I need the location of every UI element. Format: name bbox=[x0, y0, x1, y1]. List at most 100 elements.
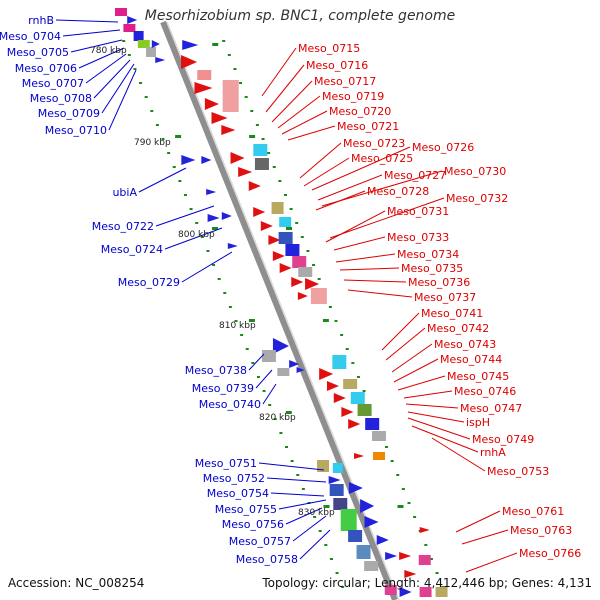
gene-label-right[interactable]: Meso_0749 bbox=[472, 433, 534, 446]
leader-line bbox=[303, 157, 350, 187]
gene-label-left[interactable]: Meso_0755 bbox=[215, 503, 277, 516]
gene-arrow bbox=[279, 263, 292, 273]
gene-block bbox=[333, 498, 348, 510]
gene-label-left[interactable]: Meso_0756 bbox=[222, 518, 284, 531]
gene-arrow bbox=[201, 156, 212, 164]
gene-block bbox=[373, 452, 386, 460]
gene-label-right[interactable]: Meso_0732 bbox=[446, 192, 508, 205]
gene-label-left[interactable]: Meso_0757 bbox=[229, 535, 291, 548]
leader-line bbox=[343, 279, 407, 283]
gene-label-right[interactable]: Meso_0723 bbox=[343, 137, 405, 150]
topology-summary: Topology: circular; Length: 4,412,446 bp… bbox=[262, 576, 592, 590]
right-gene-labels: Meso_0715 Meso_0716 Meso_0717 Meso_0719 … bbox=[298, 42, 581, 560]
gene-label-left[interactable]: Meso_0724 bbox=[101, 243, 163, 256]
gene-label-right[interactable]: Meso_0733 bbox=[387, 231, 449, 244]
gene-label-right[interactable]: Meso_0715 bbox=[298, 42, 360, 55]
gene-block bbox=[137, 40, 150, 48]
tick-dot bbox=[262, 390, 266, 392]
gene-label-right[interactable]: Meso_0734 bbox=[397, 248, 459, 261]
scale-tick-label: 800 kbp bbox=[178, 230, 215, 240]
leader-line bbox=[265, 64, 305, 113]
leader-line bbox=[164, 227, 223, 250]
gene-label-right[interactable]: Meso_0730 bbox=[444, 165, 506, 178]
scale-tick-mark bbox=[249, 135, 256, 138]
gene-label-right[interactable]: Meso_0743 bbox=[434, 338, 496, 351]
gene-label-right[interactable]: Meso_0746 bbox=[454, 385, 516, 398]
gene-label-left[interactable]: Meso_0710 bbox=[45, 124, 107, 137]
gene-label-right[interactable]: Meso_0736 bbox=[408, 276, 470, 289]
accession-text: Accession: NC_008254 bbox=[8, 576, 145, 590]
gene-block bbox=[197, 70, 212, 80]
gene-arrow bbox=[348, 419, 361, 429]
gene-label-left[interactable]: Meso_0705 bbox=[7, 46, 69, 59]
gene-label-right[interactable]: Meso_0728 bbox=[367, 185, 429, 198]
scale-tick-mark bbox=[285, 411, 292, 414]
tick-dot bbox=[228, 306, 232, 308]
leader-line bbox=[248, 353, 265, 371]
gene-label-left[interactable]: Meso_0754 bbox=[207, 487, 269, 500]
tick-dot bbox=[234, 320, 238, 322]
gene-label-left[interactable]: Meso_0706 bbox=[15, 62, 77, 75]
gene-label-right[interactable]: Meso_0719 bbox=[322, 90, 384, 103]
scale-tick-mark bbox=[212, 227, 219, 230]
tick-dot bbox=[222, 40, 226, 42]
gene-label-right[interactable]: Meso_0726 bbox=[412, 141, 474, 154]
gene-label-left[interactable]: Meso_0708 bbox=[30, 92, 92, 105]
gene-label-right[interactable]: Meso_0766 bbox=[519, 547, 581, 560]
gene-label-right[interactable]: Meso_0745 bbox=[447, 370, 509, 383]
gene-label-right[interactable]: Meso_0742 bbox=[427, 322, 489, 335]
leader-line bbox=[299, 529, 331, 560]
gene-label-right[interactable]: Meso_0737 bbox=[414, 291, 476, 304]
gene-label-right[interactable]: Meso_0741 bbox=[421, 307, 483, 320]
gene-label-right[interactable]: Meso_0744 bbox=[440, 353, 502, 366]
gene-label-left[interactable]: Meso_0752 bbox=[203, 472, 265, 485]
gene-label-left[interactable]: Meso_0704 bbox=[0, 30, 61, 43]
gene-label-left[interactable]: Meso_0738 bbox=[185, 364, 247, 377]
leader-line bbox=[461, 529, 509, 545]
gene-label-right[interactable]: Meso_0763 bbox=[510, 524, 572, 537]
leader-line bbox=[391, 343, 433, 373]
genome-title: Mesorhizobium sp. BNC1, complete genome bbox=[144, 8, 456, 24]
gene-label-right[interactable]: Meso_0721 bbox=[337, 120, 399, 133]
gene-label-right[interactable]: Meso_0725 bbox=[351, 152, 413, 165]
gene-label-right[interactable]: Meso_0727 bbox=[384, 169, 446, 182]
leader-line bbox=[287, 125, 336, 141]
gene-block bbox=[298, 267, 313, 277]
scale-tick-mark bbox=[248, 319, 255, 322]
leader-line bbox=[347, 289, 413, 298]
leader-line bbox=[155, 205, 215, 227]
gene-label-left[interactable]: rnhB bbox=[28, 14, 54, 27]
tick-dot bbox=[324, 544, 328, 546]
gene-label-left[interactable]: Meso_0758 bbox=[236, 553, 298, 566]
gene-label-right[interactable]: Meso_0717 bbox=[314, 75, 376, 88]
gene-label-left[interactable]: Meso_0739 bbox=[192, 382, 254, 395]
gene-label-right[interactable]: Meso_0731 bbox=[387, 205, 449, 218]
gene-arrow bbox=[319, 368, 334, 380]
gene-label-left[interactable]: Meso_0740 bbox=[199, 398, 261, 411]
tick-dot bbox=[435, 572, 439, 574]
gene-label-right[interactable]: Meso_0747 bbox=[460, 402, 522, 415]
gene-label-right[interactable]: Meso_0761 bbox=[502, 505, 564, 518]
gene-label-right[interactable]: Meso_0720 bbox=[329, 105, 391, 118]
scale-tick-label: 810 kbp bbox=[219, 321, 256, 331]
gene-arrow bbox=[227, 243, 238, 249]
leader-line bbox=[108, 69, 137, 131]
gene-label-left[interactable]: Meso_0729 bbox=[118, 276, 180, 289]
leader-line bbox=[70, 39, 123, 53]
gene-label-left[interactable]: Meso_0722 bbox=[92, 220, 154, 233]
gene-label-left[interactable]: Meso_0751 bbox=[195, 457, 257, 470]
gene-label-left[interactable]: ubiA bbox=[112, 186, 137, 199]
gene-label-left[interactable]: Meso_0709 bbox=[38, 107, 100, 120]
tick-dot bbox=[227, 54, 231, 56]
gene-label-right[interactable]: Meso_0735 bbox=[401, 262, 463, 275]
gene-label-right[interactable]: rnhA bbox=[480, 446, 506, 459]
gene-arrow bbox=[253, 207, 266, 217]
gene-label-left[interactable]: Meso_0707 bbox=[22, 77, 84, 90]
gene-label-right[interactable]: Meso_0716 bbox=[306, 59, 368, 72]
gene-label-right[interactable]: ispH bbox=[466, 416, 490, 429]
gene-block bbox=[222, 80, 239, 112]
gene-arrow bbox=[272, 338, 289, 354]
tick-dot bbox=[212, 264, 216, 266]
tick-dot bbox=[150, 110, 154, 112]
gene-label-right[interactable]: Meso_0753 bbox=[487, 465, 549, 478]
